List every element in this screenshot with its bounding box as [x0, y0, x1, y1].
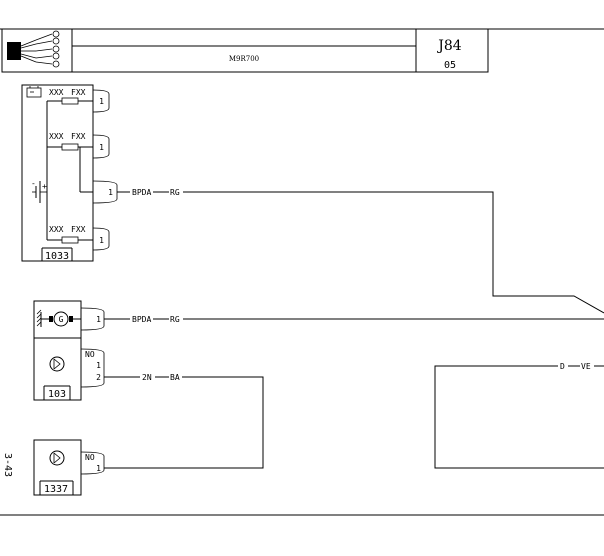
wire-3-code: 2N: [142, 373, 152, 382]
battery-icon: [26, 86, 42, 98]
page-number: 05: [444, 60, 456, 71]
sensor-1337: 1337 NO 1: [33, 439, 105, 496]
wire-2-code: BPDA: [132, 315, 151, 324]
fuse-2-pin: 1: [99, 143, 104, 152]
wire-1: BPDA RG: [117, 188, 604, 314]
connector-logo-icon: [7, 30, 60, 68]
fuse-3-icon: [61, 236, 79, 244]
fuse-box-id: 1033: [45, 251, 69, 262]
sensor-103-pin-a: 1: [96, 361, 101, 370]
switch-sensor-icon: [49, 356, 65, 372]
fuse-2-label-a: XXX: [49, 132, 64, 141]
ground-icon: [36, 309, 42, 327]
sensor-103-pin-b: 2: [96, 373, 101, 382]
fuse-3-connector: [92, 227, 110, 251]
generator-symbol: G: [59, 315, 64, 324]
fuse-1-icon: [61, 97, 79, 105]
sensor-1337-pin: 1: [96, 464, 101, 473]
fuse-box-frame: [21, 84, 94, 262]
fuse-3-pin: 1: [99, 236, 104, 245]
wire-1-color: RG: [170, 188, 180, 197]
wire-4: D VE: [434, 362, 604, 469]
sensor-103-no-label: NO: [85, 350, 95, 359]
wire-4-code: D: [560, 362, 565, 371]
fuse-1-label-b: FXX: [71, 88, 86, 97]
fuse-3-label-a: XXX: [49, 225, 64, 234]
wire-1-code: BPDA: [132, 188, 151, 197]
page-title: M9R700: [229, 55, 259, 63]
fuse-box-output-connector: [92, 180, 118, 204]
generator-block: G 1: [33, 300, 105, 339]
fuse-box-1033: XXX FXX 1 XXX FXX 1 1 - + XXX FXX: [21, 84, 118, 262]
wire-2: BPDA RG: [104, 315, 604, 324]
fuse-1-pin: 1: [99, 97, 104, 106]
sensor-1337-frame: [33, 439, 82, 496]
sensor-103-id: 103: [48, 389, 66, 400]
generator-pin: 1: [96, 315, 101, 324]
fuse-1-connector: [92, 89, 110, 113]
fuse-box-output-pin: 1: [108, 188, 113, 197]
fuse-2-icon: [61, 143, 79, 151]
header-frame: [1, 28, 489, 73]
battery-plus: +: [42, 182, 47, 191]
wire-3: 2N BA: [104, 373, 264, 469]
sensor-103-connector: [80, 348, 105, 388]
fuse-1-label-a: XXX: [49, 88, 64, 97]
fuse-3-label-b: FXX: [71, 225, 86, 234]
switch-sensor-icon: [49, 450, 65, 466]
header: M9R700 J84 05: [0, 28, 604, 73]
sensor-103: 103 NO 1 2: [33, 337, 105, 401]
sensor-1337-id: 1337: [44, 484, 68, 495]
diagram-code: J84: [436, 38, 462, 54]
wire-4-color: VE: [581, 362, 591, 371]
sensor-1337-connector: [80, 451, 105, 475]
fuse-2-connector: [92, 134, 110, 159]
sensor-103-frame: [33, 337, 82, 401]
generator-icon: [53, 311, 69, 327]
wire-3-color: BA: [170, 373, 180, 382]
side-page-ref: 3-43: [2, 453, 13, 477]
battery-symbol-icon: [32, 181, 47, 203]
battery-minus: -: [31, 179, 36, 188]
sensor-1337-no-label: NO: [85, 453, 95, 462]
wire-2-color: RG: [170, 315, 180, 324]
fuse-2-label-b: FXX: [71, 132, 86, 141]
